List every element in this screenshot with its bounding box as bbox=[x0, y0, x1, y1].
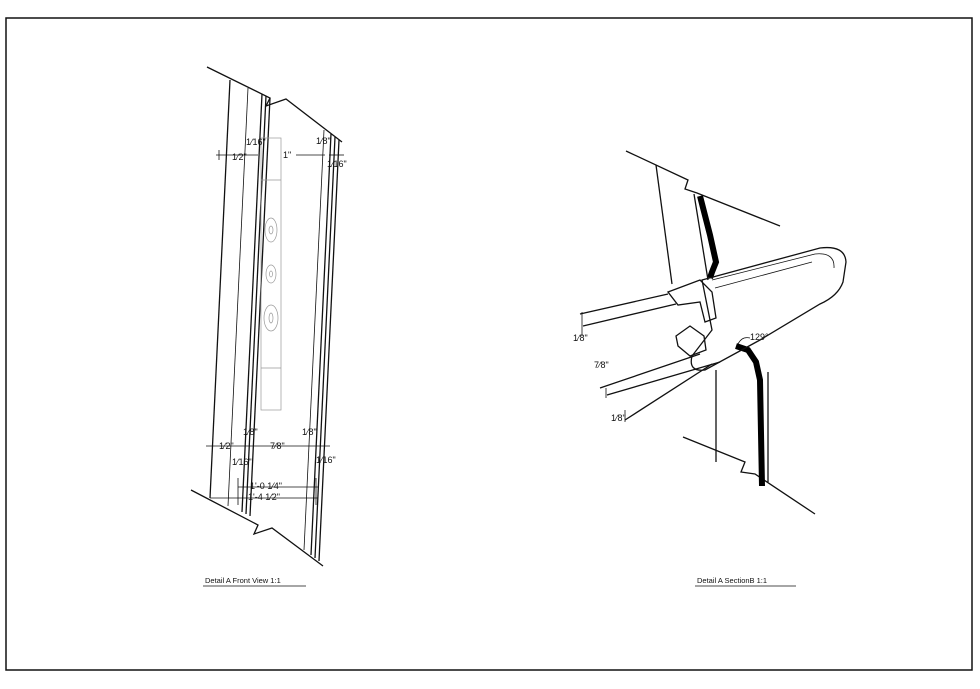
dim-label-d13: 1'-4 1⁄2" bbox=[248, 492, 280, 502]
front-view-drawing: 1⁄16" 1⁄2" 1" 1⁄8" 1⁄16" 1⁄8" 1⁄2" 7⁄8" … bbox=[190, 66, 347, 587]
dim-label-d11: 1⁄16" bbox=[316, 455, 336, 465]
member-edge-7 bbox=[314, 136, 336, 559]
section-top-break-line bbox=[625, 150, 781, 227]
dim-label-d2: 1⁄2" bbox=[232, 152, 247, 162]
dim-label-d8: 7⁄8" bbox=[270, 441, 285, 451]
screw-hole-2-inner bbox=[269, 270, 273, 278]
front-view-caption: Detail A Front View 1:1 bbox=[205, 576, 281, 585]
section-bottom-break-line bbox=[682, 436, 816, 515]
dim-label-d12: 1'-0 1⁄4" bbox=[250, 481, 282, 491]
hinge-clip bbox=[666, 279, 717, 323]
dim-label-d3: 1" bbox=[283, 150, 291, 160]
section-view-drawing: 1⁄8" 7⁄8" 1⁄8" 129° Detail A SectionB 1:… bbox=[573, 150, 847, 587]
hinge-arm-3 bbox=[599, 353, 701, 389]
section-view-caption: Detail A SectionB 1:1 bbox=[697, 576, 767, 585]
hinge-arm-5 bbox=[624, 363, 713, 421]
screw-hole-3 bbox=[263, 304, 279, 332]
sash-inner-line-1 bbox=[711, 253, 835, 281]
hinge-plate bbox=[260, 137, 282, 411]
hinge-arm-4 bbox=[606, 361, 721, 396]
dim-label-d7: 1⁄2" bbox=[219, 441, 234, 451]
section-dim-label-a3: 1⁄8" bbox=[611, 413, 626, 423]
screw-hole-1-inner bbox=[268, 225, 274, 235]
dim-label-d4: 1⁄8" bbox=[316, 136, 331, 146]
screw-hole-3-inner bbox=[268, 312, 274, 324]
member-edge-6 bbox=[310, 133, 332, 556]
upper-seal-strip bbox=[697, 195, 720, 279]
section-angle-label: 129° bbox=[750, 332, 769, 342]
dim-label-d6: 1⁄8" bbox=[243, 427, 258, 437]
dim-label-d10: 1⁄16" bbox=[232, 457, 252, 467]
sheet-border bbox=[5, 17, 973, 671]
sash-inner-line-2 bbox=[714, 261, 813, 289]
member-edge-2 bbox=[241, 93, 263, 513]
screw-hole-2 bbox=[265, 264, 277, 284]
member-edge-8 bbox=[318, 139, 340, 562]
member-edge-5 bbox=[227, 87, 249, 507]
sash-body bbox=[690, 246, 847, 371]
member-edge-3 bbox=[245, 95, 267, 515]
section-dim-label-a2: 7⁄8" bbox=[594, 360, 609, 370]
member-edge-9 bbox=[303, 129, 325, 551]
angle-arc bbox=[737, 337, 751, 345]
lower-seal-strip bbox=[735, 343, 765, 487]
screw-hole-1 bbox=[264, 217, 278, 243]
upper-member-left-edge bbox=[655, 164, 673, 285]
hinge-arm-1 bbox=[579, 293, 669, 315]
dim-label-d9: 1⁄8" bbox=[302, 427, 317, 437]
dim-label-d5: 1⁄16" bbox=[327, 159, 347, 169]
upper-member-right-edge bbox=[693, 193, 709, 281]
dim-label-d1: 1⁄16" bbox=[246, 137, 266, 147]
bottom-break-line bbox=[190, 489, 324, 567]
hinge-arm-2 bbox=[582, 303, 677, 327]
member-edge-1 bbox=[209, 79, 231, 499]
section-dim-label-a1: 1⁄8" bbox=[573, 333, 588, 343]
hinge-block bbox=[675, 325, 707, 357]
